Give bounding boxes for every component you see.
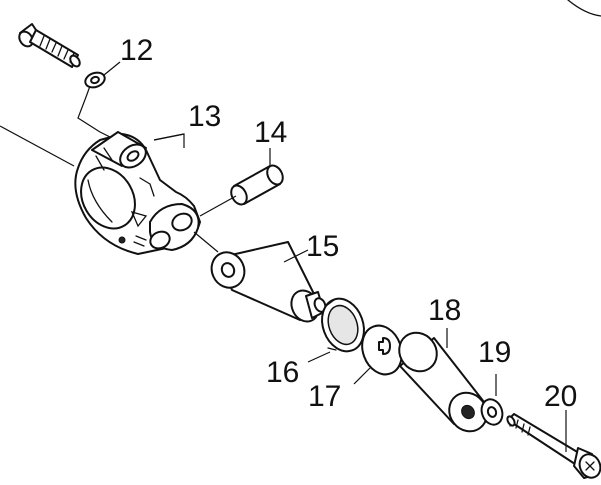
leader-13b <box>153 133 185 141</box>
callout-14: 14 <box>254 116 287 149</box>
part-20-shoulder-bolt <box>506 413 601 479</box>
part-12-cap-screw <box>18 23 81 68</box>
part-14-dowel-pin <box>230 164 284 206</box>
callout-13: 13 <box>188 100 221 133</box>
callout-16: 16 <box>266 356 299 389</box>
alignment-line-14 <box>199 195 237 217</box>
callout-15: 15 <box>306 230 339 263</box>
callout-18: 18 <box>428 294 461 327</box>
callout-19: 19 <box>478 336 511 369</box>
shaft-leader <box>0 125 75 167</box>
part-19-flat-washer <box>480 398 504 426</box>
alignment-line-15 <box>193 231 219 253</box>
callout-17: 17 <box>308 380 341 413</box>
callout-12: 12 <box>120 34 153 67</box>
leader-12 <box>103 61 121 76</box>
part-17-keyed-washer <box>361 324 403 376</box>
part-12-washer <box>84 71 106 89</box>
leader-16 <box>307 351 331 363</box>
part-18-spacer-sleeve <box>398 331 488 433</box>
leader-15 <box>283 249 309 263</box>
part-13-clamp-bracket <box>74 131 201 255</box>
alignment-line-12 <box>77 85 113 139</box>
callout-20: 20 <box>544 380 577 413</box>
part-15-pivot-shaft <box>210 241 327 323</box>
part-16-bushing <box>321 297 365 353</box>
corner-arc <box>567 0 601 17</box>
leader-13 <box>153 133 185 148</box>
leader-17 <box>353 367 371 385</box>
